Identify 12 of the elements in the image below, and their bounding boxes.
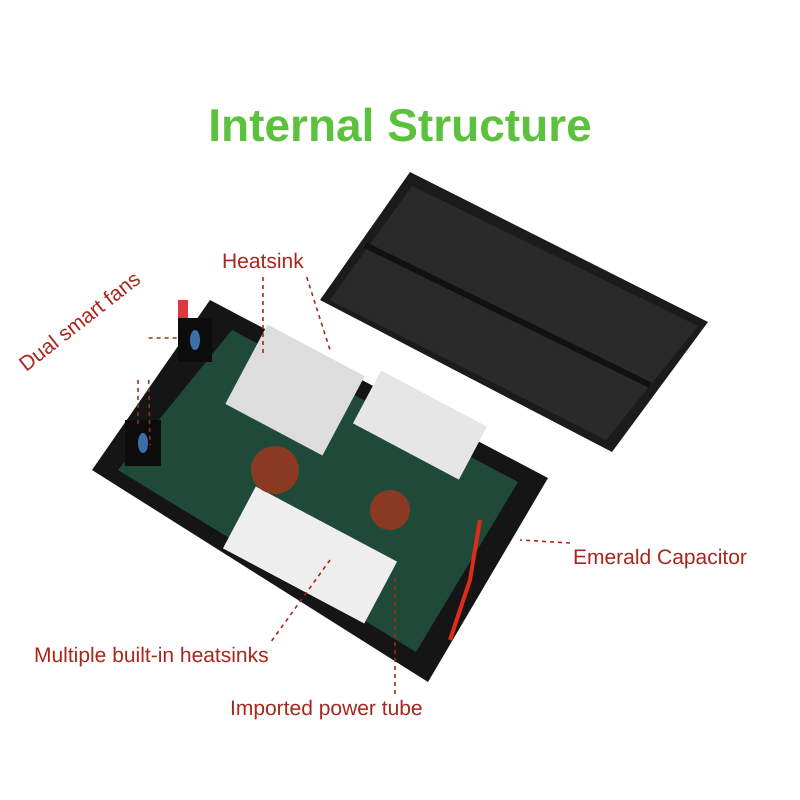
leader-line	[394, 575, 396, 694]
leader-line	[148, 380, 151, 446]
title: Internal Structure	[207, 98, 593, 152]
leader-line	[270, 560, 331, 642]
callout-text: Imported power tube	[230, 697, 423, 721]
callout-text: Multiple built-in heatsinks	[34, 644, 269, 668]
leader-line	[520, 539, 570, 544]
leader-line	[306, 276, 331, 350]
leader-line	[137, 380, 139, 425]
callout-text: Heatsink	[222, 250, 304, 274]
callout-text: Emerald Capacitor	[573, 546, 747, 570]
leader-line	[262, 277, 264, 355]
